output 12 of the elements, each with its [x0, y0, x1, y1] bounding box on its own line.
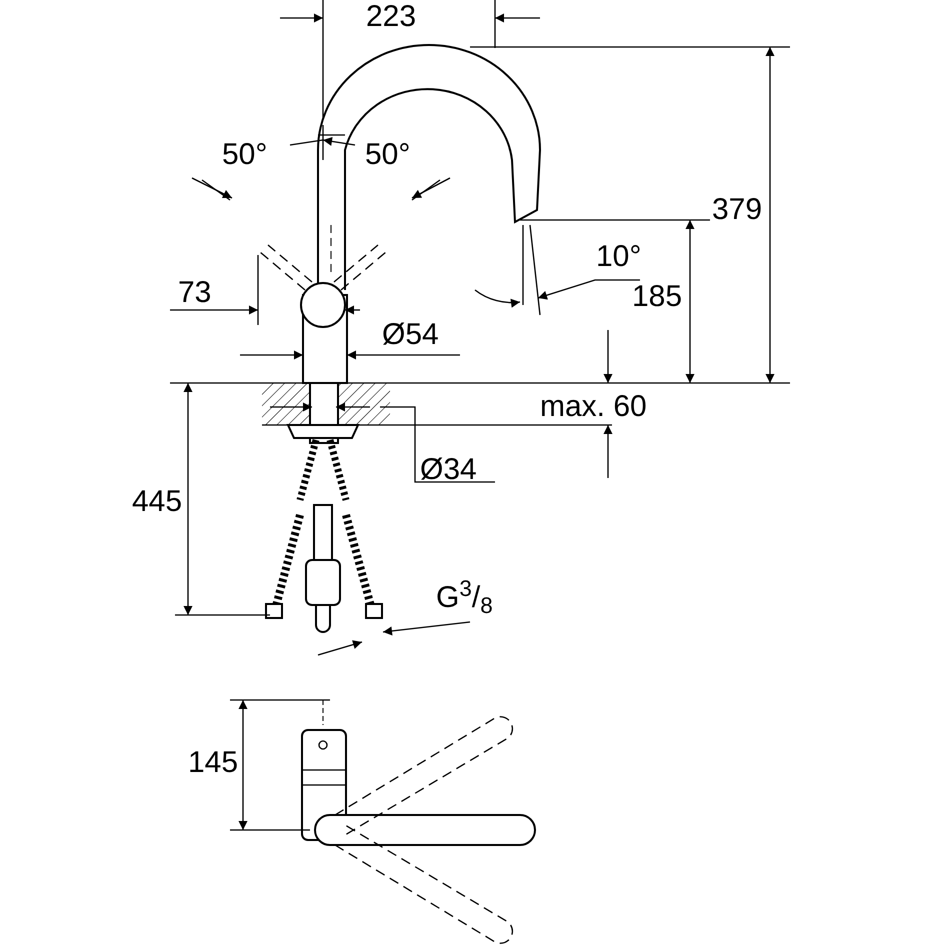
- dimension-label: 50°: [222, 140, 268, 170]
- dimension-label: 10°: [596, 242, 642, 272]
- dimension-label: 379: [712, 195, 762, 225]
- dimension-label: Ø54: [382, 320, 439, 350]
- dimension-label: 73: [178, 278, 212, 308]
- dimension-label: Ø34: [420, 455, 477, 485]
- dimension-label: 445: [132, 487, 182, 517]
- dimension-label: 50°: [365, 140, 410, 170]
- dimension-label: 223: [366, 2, 416, 32]
- dimension-label: max. 60: [540, 392, 647, 422]
- dimension-label: 185: [632, 282, 682, 312]
- dimension-label: 145: [188, 748, 238, 778]
